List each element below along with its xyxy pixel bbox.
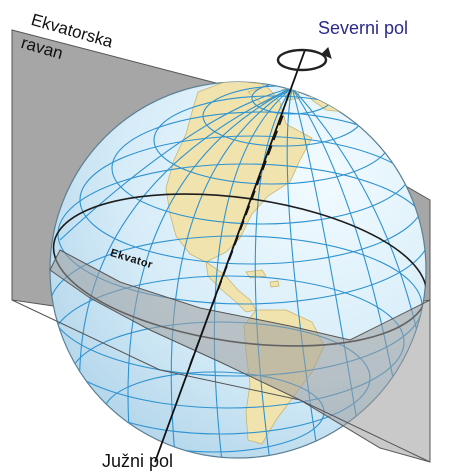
central-america-landmass [205,261,257,313]
rotation-axis-hidden [189,109,286,366]
plane-edge [11,30,431,463]
north-pole-label: Severni pol [318,18,409,38]
south-pole-label: Južni pol [102,451,174,471]
equatorial-plane-front [49,249,431,463]
rotation-arrow-icon [276,47,332,72]
